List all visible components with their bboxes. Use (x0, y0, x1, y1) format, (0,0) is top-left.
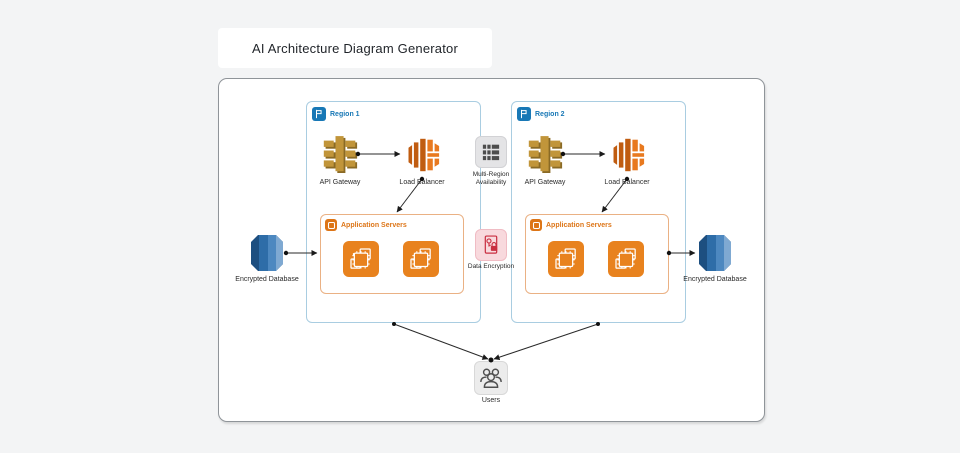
region-2-group[interactable]: Region 2 API Gateway (511, 101, 686, 323)
multi-region-availability-icon (482, 144, 500, 161)
api-gateway-node[interactable] (527, 136, 563, 174)
load-balancer-icon (408, 138, 440, 172)
data-encryption-node[interactable] (475, 229, 507, 261)
instances-icon (530, 219, 542, 231)
region-icon (517, 107, 531, 121)
load-balancer-node[interactable] (404, 136, 440, 174)
application-servers-header: Application Servers (325, 219, 407, 231)
load-balancer-label: Load Balancer (399, 179, 445, 186)
application-servers-label: Application Servers (341, 221, 407, 229)
app-title: AI Architecture Diagram Generator (251, 40, 459, 56)
data-encryption-label: Data Encryption (467, 263, 515, 270)
users-node[interactable] (474, 361, 508, 395)
api-gateway-icon (528, 136, 563, 173)
region-1-header: Region 1 (312, 107, 360, 121)
api-gateway-node[interactable] (322, 136, 358, 174)
load-balancer-icon (613, 138, 645, 172)
application-servers-header: Application Servers (530, 219, 612, 231)
region-1-group[interactable]: Region 1 API Gateway (306, 101, 481, 323)
users-label: Users (481, 397, 501, 404)
api-gateway-icon (323, 136, 358, 173)
server-instance-icon[interactable] (343, 241, 379, 277)
users-icon (480, 368, 502, 388)
encrypted-database-right-label: Encrypted Database (683, 276, 747, 283)
application-servers-group[interactable]: Application Servers (320, 214, 464, 294)
database-icon (699, 235, 731, 271)
load-balancer-label: Load Balancer (604, 179, 650, 186)
application-servers-label: Application Servers (546, 221, 612, 229)
encrypted-database-left-label: Encrypted Database (235, 276, 299, 283)
multi-region-node[interactable] (475, 136, 507, 168)
region-label: Region 1 (330, 110, 360, 118)
region-2-header: Region 2 (517, 107, 565, 121)
multi-region-availability-label: Multi-Region Availability (472, 171, 510, 186)
server-instance-icon[interactable] (608, 241, 644, 277)
app-title-card: AI Architecture Diagram Generator (218, 28, 492, 68)
diagram-canvas: Region 1 API Gateway (218, 78, 765, 422)
server-instance-icon[interactable] (403, 241, 439, 277)
encrypted-database-left-node[interactable] (249, 233, 285, 273)
server-instance-icon[interactable] (548, 241, 584, 277)
load-balancer-node[interactable] (609, 136, 645, 174)
database-icon (251, 235, 283, 271)
api-gateway-label: API Gateway (319, 179, 361, 186)
application-servers-group[interactable]: Application Servers (525, 214, 669, 294)
instances-icon (325, 219, 337, 231)
data-encryption-icon (484, 235, 498, 254)
encrypted-database-right-node[interactable] (697, 233, 733, 273)
region-label: Region 2 (535, 110, 565, 118)
region-icon (312, 107, 326, 121)
api-gateway-label: API Gateway (524, 179, 566, 186)
